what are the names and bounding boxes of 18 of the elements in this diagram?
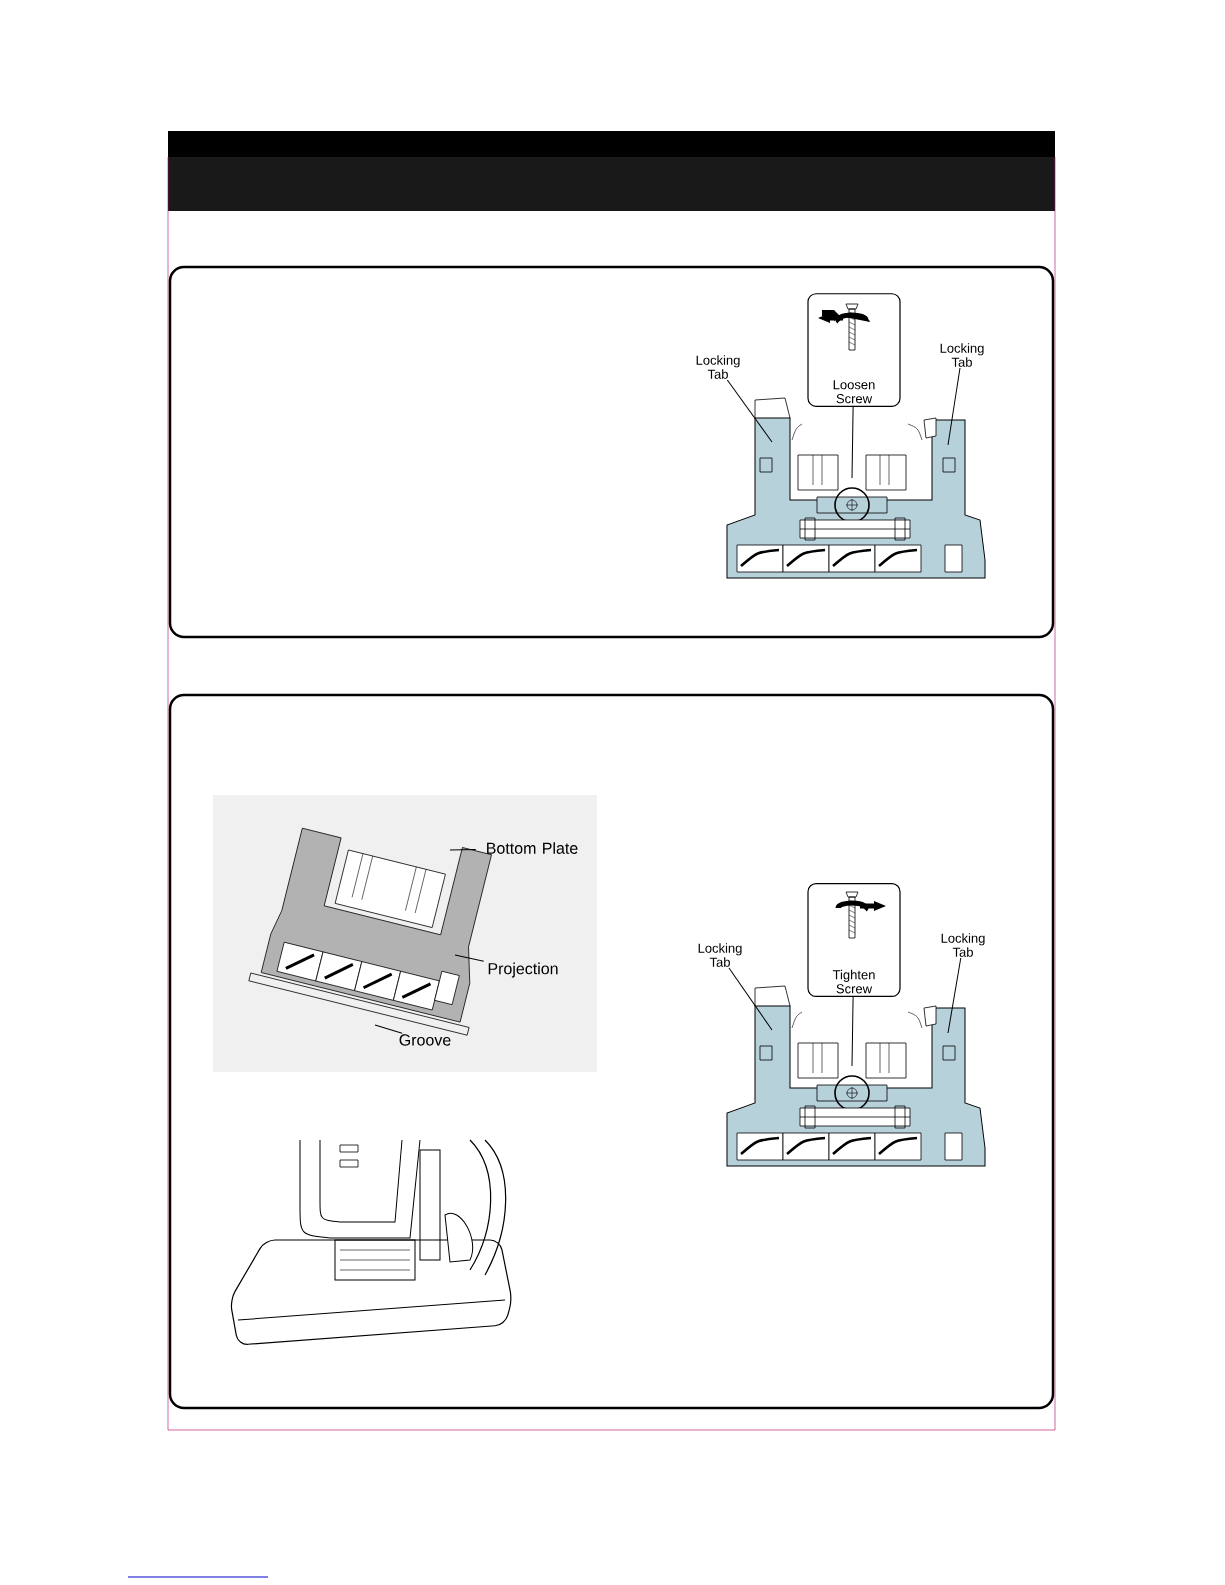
- leader-line: [449, 848, 477, 851]
- callout-label: Projection: [488, 962, 558, 978]
- leader-line: [728, 967, 773, 1031]
- leader-line: [851, 996, 854, 1067]
- callout-label: Locking Tab: [696, 355, 740, 379]
- callout-label: Locking Tab: [940, 343, 984, 367]
- callout-label: Bottom Plate: [487, 842, 578, 854]
- leader-line: [851, 406, 854, 479]
- callout-label: Groove: [399, 1034, 451, 1046]
- leader-line: [947, 367, 961, 446]
- leader-line: [947, 957, 962, 1034]
- leader-line: [454, 954, 485, 962]
- leader-line: [374, 1024, 403, 1034]
- leader-line: [726, 379, 773, 443]
- callout-box: Tighten Screw: [807, 883, 901, 997]
- callout-box: Loosen Screw: [807, 293, 901, 407]
- callout-label: Locking Tab: [698, 943, 742, 967]
- callout-label: Locking Tab: [941, 933, 985, 957]
